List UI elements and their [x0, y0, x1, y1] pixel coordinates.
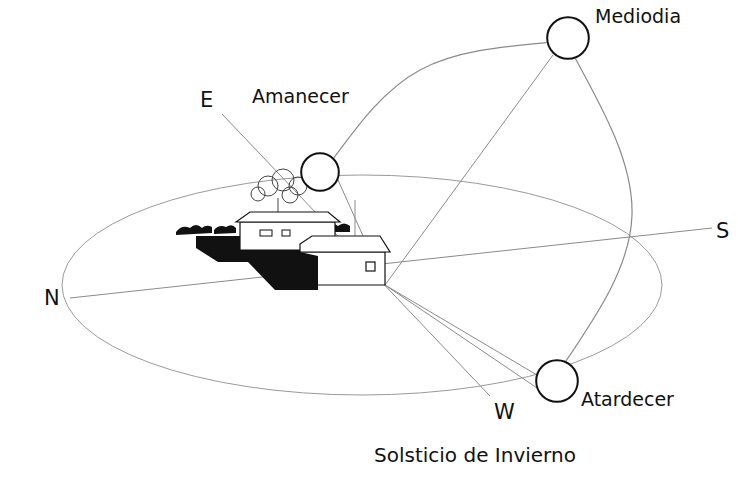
sun-ray: [385, 285, 537, 375]
compass-letter: N: [42, 286, 62, 310]
sun-disc: [536, 360, 578, 402]
caption: Solsticio de Invierno: [372, 444, 578, 467]
compass-letter: E: [198, 88, 215, 112]
sun-disc: [547, 17, 589, 59]
compass-letter: S: [714, 219, 731, 243]
sun-label: Atardecer: [579, 389, 676, 411]
sun-path-arc: [334, 43, 546, 158]
house-drawing: [176, 169, 390, 290]
sun-position: Atardecer: [535, 359, 579, 403]
compass-letter: W: [492, 400, 517, 424]
sun-circle: [535, 359, 579, 403]
sun-disc: [301, 153, 339, 191]
sun-circle: [300, 152, 340, 192]
horizon-ellipse: [62, 175, 662, 395]
sun-label: Amanecer: [250, 86, 351, 108]
sun-label: Mediodia: [593, 6, 683, 28]
sun-position: Mediodia: [546, 16, 590, 60]
sun-path-arc: [566, 59, 632, 361]
sun-position: Amanecer: [300, 152, 340, 192]
sun-ray: [385, 285, 540, 390]
sun-circle: [546, 16, 590, 60]
north-south-axis: [70, 228, 712, 298]
sun-ray: [385, 55, 553, 285]
